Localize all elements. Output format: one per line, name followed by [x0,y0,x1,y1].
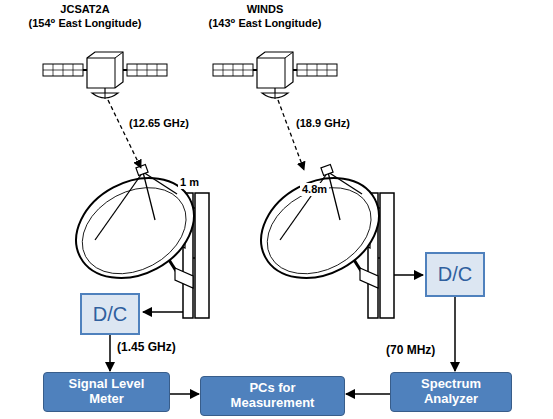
annotation-label: (18.9 GHz) [296,117,350,130]
node-text: D/C [93,303,127,326]
annotation-label: 1 m [178,176,201,189]
annotation-label: (154⁰ East Longitude) [29,17,142,30]
converter-box: D/C [80,293,140,335]
node-text: Spectrum Analyzer [397,377,505,407]
downlink-arrow [278,100,304,170]
node-text: D/C [438,263,472,286]
signal-arrow [109,335,111,371]
converter-box: D/C [425,252,485,297]
annotation-label: 4.8m [300,183,329,196]
downlink-arrow [108,100,141,168]
satellite-icon [43,52,167,99]
annotation-label: (12.65 GHz) [129,117,189,130]
node-text: Signal Level Meter [50,377,163,407]
annotation-label: JCSAT2A [60,3,109,16]
dish-antenna [244,158,397,318]
signal-arrow [346,393,390,395]
annotation-label: (143⁰ East Longitude) [209,17,322,30]
device-box: Spectrum Analyzer [390,372,512,412]
satellite-icon [213,52,337,99]
device-box: PCs for Measurement [200,376,345,416]
signal-arrow [170,393,199,395]
device-box: Signal Level Meter [43,372,170,412]
feed-arrow [394,274,423,276]
frequency-label: (1.45 GHz) [117,341,176,355]
node-text: PCs for Measurement [207,381,338,411]
signal-arrow [454,297,456,371]
frequency-label: (70 MHz) [386,344,435,358]
feed-arrow [143,311,183,313]
annotation-label: WINDS [247,3,284,16]
